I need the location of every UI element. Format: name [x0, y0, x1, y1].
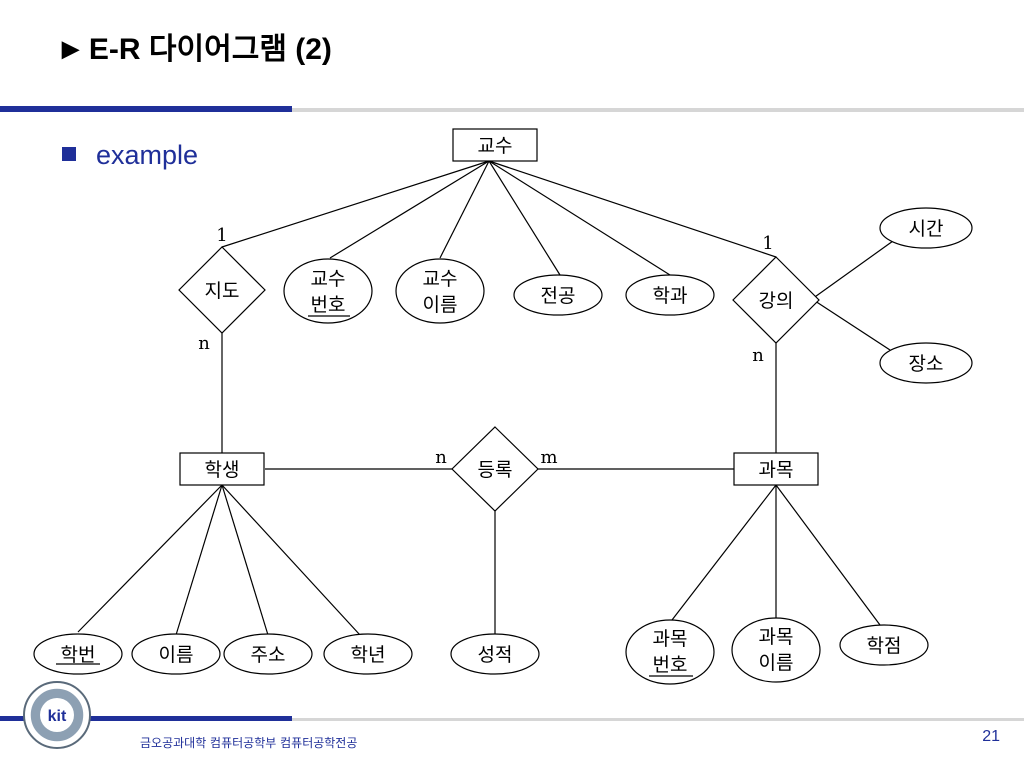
attr-course-name-line1: 과목	[759, 626, 794, 648]
attr-course-no-line1: 과목	[653, 628, 688, 650]
line-lecture-place	[811, 298, 891, 351]
attr-major-label: 전공	[541, 285, 576, 307]
entity-student-label: 학생	[205, 459, 240, 481]
line-prof-dept	[488, 160, 671, 276]
attr-major-oval	[513, 274, 603, 316]
bullet-text: example	[96, 140, 199, 170]
attr-time-oval	[879, 207, 973, 249]
attr-grade-oval	[450, 633, 540, 675]
attr-address-label: 주소	[251, 644, 286, 666]
attr-course-no-line2: 번호	[653, 654, 688, 676]
attr-dept-label: 학과	[653, 285, 688, 307]
attr-course-name-line2: 이름	[759, 652, 794, 674]
attr-credit-label: 학점	[867, 635, 902, 657]
relationship-enroll-label: 등록	[478, 459, 513, 481]
attr-student-name-label: 이름	[159, 644, 194, 666]
entity-boxes	[179, 128, 819, 486]
square-bullet-icon	[62, 147, 76, 161]
attr-student-no-label: 학번	[61, 644, 96, 666]
attr-prof-no-line2: 번호	[311, 294, 346, 316]
card-advise-student: n	[198, 333, 210, 354]
attr-place-oval	[879, 342, 973, 384]
attr-prof-name-oval	[395, 258, 485, 324]
connector-lines	[77, 160, 894, 636]
attr-prof-no-oval	[283, 258, 373, 324]
footer-divider	[292, 718, 1024, 721]
card-advise-prof: 1	[216, 225, 227, 246]
entity-course-label: 과목	[759, 459, 794, 481]
relationship-lecture-label: 강의	[759, 290, 794, 312]
footer-text: 금오공과대학 컴퓨터공학부 컴퓨터공학전공	[140, 736, 358, 750]
slide-title: ▶ E-R 다이어그램 (2)	[62, 24, 332, 68]
line-student-studentno	[77, 484, 223, 633]
line-prof-advise	[221, 160, 490, 248]
line-student-year	[221, 484, 361, 636]
line-prof-profname	[439, 160, 490, 259]
line-course-credit	[775, 484, 881, 626]
relationship-diamonds	[178, 246, 820, 512]
attr-prof-name-line1: 교수	[423, 268, 458, 290]
relationship-enroll-diamond	[451, 426, 539, 512]
relationship-advise-label: 지도	[205, 280, 240, 302]
attr-address-oval	[223, 633, 313, 675]
line-prof-profno	[329, 160, 490, 259]
relationship-lecture-diamond	[732, 256, 820, 344]
line-student-address	[221, 484, 269, 636]
attr-time-label: 시간	[909, 218, 944, 240]
bullet-item: example	[62, 140, 198, 171]
entity-professor-box	[452, 128, 538, 162]
attr-grade-label: 성적	[478, 644, 513, 666]
card-enroll-student: n	[435, 447, 447, 468]
footer-accent-bar	[0, 716, 292, 721]
slide-title-text: E-R 다이어그램 (2)	[88, 33, 332, 66]
attr-dept-oval	[625, 274, 715, 316]
card-enroll-course: m	[540, 447, 557, 468]
line-course-courseno	[671, 484, 777, 621]
entity-course-box	[733, 452, 819, 486]
line-prof-major	[488, 160, 561, 276]
line-lecture-time	[811, 240, 894, 300]
line-student-name	[175, 484, 223, 636]
diagram-labels: 교수 학생 과목 지도 강의 등록 교수 번호 교수 이름 전공 학과 시간 장…	[61, 135, 944, 676]
entity-professor-label: 교수	[478, 135, 513, 157]
relationship-advise-diamond	[178, 246, 266, 334]
attr-year-oval	[323, 633, 413, 675]
cardinality-labels: 1 n 1 n n m	[198, 225, 774, 468]
attr-prof-no-line1: 교수	[311, 268, 346, 290]
key-underlines	[56, 315, 693, 677]
entity-student-box	[179, 452, 265, 486]
attr-student-name-oval	[131, 633, 221, 675]
attr-course-name-oval	[731, 617, 821, 683]
card-lecture-course: n	[752, 345, 764, 366]
attr-year-label: 학년	[351, 644, 386, 666]
page-number: 21	[982, 728, 1000, 745]
attr-credit-oval	[839, 624, 929, 666]
attr-course-no-oval	[625, 619, 715, 685]
university-logo: kit	[23, 681, 91, 749]
header-accent-bar	[0, 106, 292, 112]
attr-place-label: 장소	[909, 353, 944, 375]
attribute-ovals	[33, 207, 973, 685]
triangle-bullet-icon: ▶	[62, 36, 79, 61]
logo-text: kit	[48, 708, 67, 725]
card-lecture-prof: 1	[762, 233, 773, 254]
header-divider	[292, 108, 1024, 112]
line-prof-lecture	[488, 160, 777, 258]
attr-prof-name-line2: 이름	[423, 294, 458, 316]
